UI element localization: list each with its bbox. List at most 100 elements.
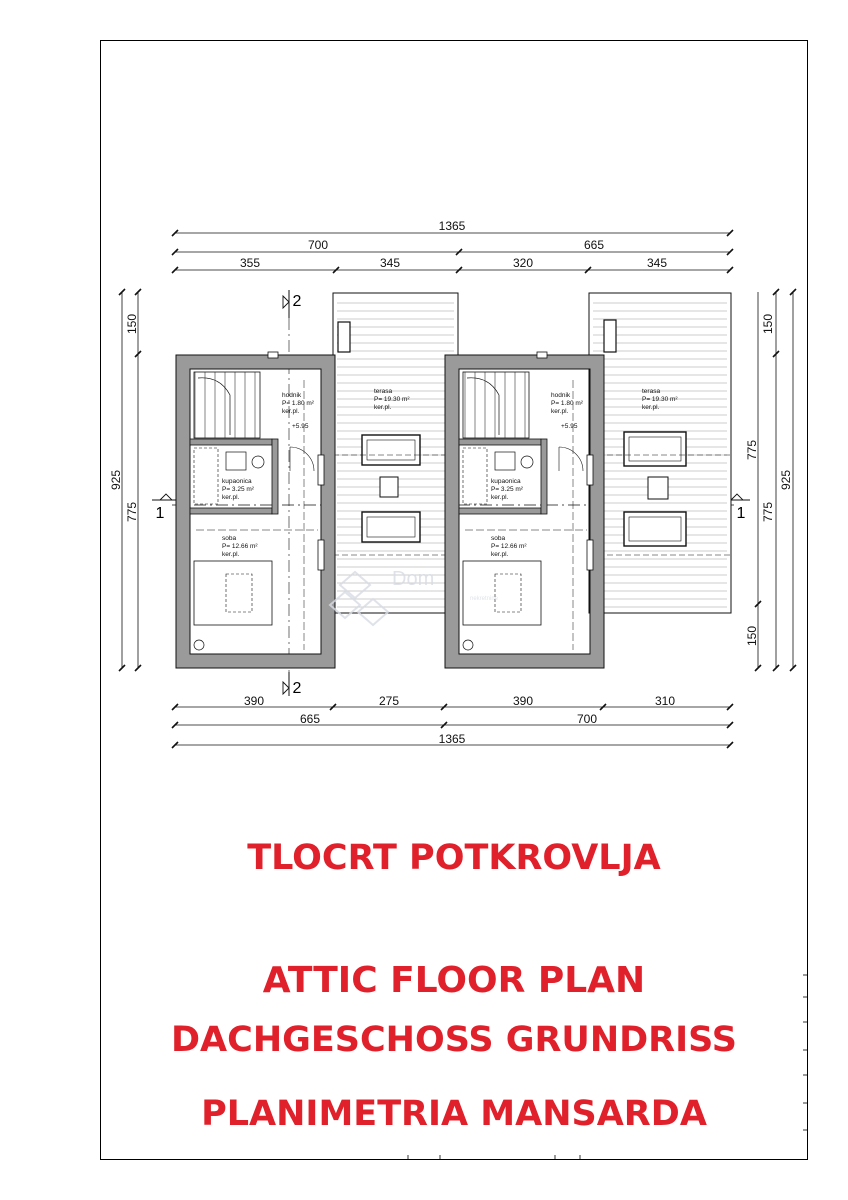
dim-top-right-half: 665	[584, 238, 604, 252]
wall-bathroom-side-right	[540, 438, 548, 515]
door-left-terrace	[317, 454, 325, 486]
room-label-bathroom-left: kupaonica	[222, 478, 252, 485]
window-left-top	[267, 351, 279, 359]
room-label-hallway-left: hodnik	[282, 392, 302, 399]
room-area-bedroom-right: P= 12.66 m²	[491, 543, 527, 550]
border-ticks	[407, 974, 808, 1160]
watermark-subtext: nekretnine	[470, 596, 499, 602]
section-marker-2-bottom: 2	[282, 672, 302, 697]
dim-bottom-overall: 1365	[439, 732, 466, 746]
section-label-1-left: 1	[156, 505, 165, 522]
chimney-left	[379, 476, 399, 498]
toilet-left	[251, 455, 265, 469]
dim-bottom-left-half: 665	[300, 712, 320, 726]
unit-right: hodnik P= 1.80 m² ker.pl. +5.95 kupaonic…	[444, 292, 732, 669]
dim-left-top: 150	[125, 314, 139, 334]
title-italian: PLANIMETRIA MANSARDA	[201, 1094, 707, 1134]
wall-bathroom-bottom-left	[189, 507, 273, 515]
door-right-bedroom	[586, 539, 594, 571]
room-floor-hallway-left: ker.pl.	[282, 408, 300, 415]
door-left-bedroom	[317, 539, 325, 571]
sheet-border	[100, 40, 808, 1160]
room-floor-bedroom-right: ker.pl.	[491, 551, 509, 558]
washbasin-left	[225, 451, 247, 471]
room-label-bedroom-left: soba	[222, 535, 236, 542]
bed-left	[193, 560, 273, 626]
level-right: +5.95	[561, 423, 578, 430]
room-area-terrace-left: P= 19.30 m²	[374, 396, 410, 403]
unit-left: hodnik P= 1.80 m² ker.pl. +5.95 kupaonic…	[175, 292, 459, 669]
dim-right-bottom: 150	[745, 626, 759, 646]
section-label-2-top: 2	[293, 293, 302, 310]
room-floor-hallway-right: ker.pl.	[551, 408, 569, 415]
room-floor-bathroom-right: ker.pl.	[491, 494, 509, 501]
room-area-hallway-left: P= 1.80 m²	[282, 400, 315, 407]
dim-bottom-right-half: 700	[577, 712, 597, 726]
wall-bathroom-top-left	[189, 438, 273, 446]
room-area-bedroom-left: P= 12.66 m²	[222, 543, 258, 550]
dim-right-overall: 925	[779, 470, 793, 490]
dim-top-seg2: 345	[380, 256, 400, 270]
watermark-text: Dom	[392, 568, 434, 590]
chimney-right	[647, 476, 669, 500]
room-label-bedroom-right: soba	[491, 535, 505, 542]
section-label-2-bottom: 2	[293, 680, 302, 697]
room-floor-terrace-right: ker.pl.	[642, 404, 660, 411]
corner-fixture-left	[193, 639, 205, 651]
dim-right-middle-upper: 775	[745, 440, 759, 460]
room-label-hallway-right: hodnik	[551, 392, 571, 399]
room-label-bathroom-right: kupaonica	[491, 478, 521, 485]
bottom-dimensions	[171, 703, 734, 749]
dim-left-middle: 775	[125, 502, 139, 522]
room-area-terrace-right: P= 19.30 m²	[642, 396, 678, 403]
room-area-bathroom-left: P= 3.25 m²	[222, 486, 255, 493]
room-floor-bathroom-left: ker.pl.	[222, 494, 240, 501]
room-label-terrace-right: terasa	[642, 388, 660, 395]
dim-bottom-seg1: 390	[244, 694, 264, 708]
left-dimensions	[118, 288, 142, 672]
room-area-bathroom-right: P= 3.25 m²	[491, 486, 524, 493]
dim-top-left-half: 700	[308, 238, 328, 252]
vent-left	[337, 321, 351, 353]
bed-right	[462, 560, 542, 626]
room-area-hallway-right: P= 1.80 m²	[551, 400, 584, 407]
door-right-terrace	[586, 454, 594, 486]
dim-top-seg4: 345	[647, 256, 667, 270]
dim-bottom-seg2: 275	[379, 694, 399, 708]
dim-bottom-seg3: 390	[513, 694, 533, 708]
section-marker-1-left: 1	[152, 493, 180, 522]
section-label-1-right: 1	[737, 505, 746, 522]
shower-right	[462, 447, 488, 505]
stairs-right	[462, 371, 530, 439]
wall-bathroom-top-right	[458, 438, 542, 446]
dim-right-top: 150	[761, 314, 775, 334]
vent-right	[603, 319, 617, 353]
title-german: DACHGESCHOSS GRUNDRISS	[171, 1020, 737, 1060]
room-floor-terrace-left: ker.pl.	[374, 404, 392, 411]
shower-left	[193, 447, 219, 505]
toilet-right	[520, 455, 534, 469]
dim-top-seg1: 355	[240, 256, 260, 270]
right-dimensions	[754, 288, 797, 672]
room-label-terrace-left: terasa	[374, 388, 392, 395]
washbasin-right	[494, 451, 516, 471]
room-floor-bedroom-left: ker.pl.	[222, 551, 240, 558]
window-right-top	[536, 351, 548, 359]
walls-left	[175, 354, 336, 669]
dim-top-overall: 1365	[439, 219, 466, 233]
watermark: Dom nekretnine	[328, 568, 499, 627]
watermark-logo-icon	[328, 570, 390, 627]
dim-right-middle-lower: 775	[761, 502, 775, 522]
title-croatian: TLOCRT POTKROVLJA	[247, 838, 661, 878]
top-dimensions	[171, 229, 734, 274]
stairs-left	[193, 371, 261, 439]
wall-bathroom-bottom-right	[458, 507, 542, 515]
section-marker-2-top: 2	[282, 290, 302, 318]
wall-bathroom-side-left	[271, 438, 279, 515]
dim-top-seg3: 320	[513, 256, 533, 270]
dim-bottom-seg4: 310	[655, 694, 675, 708]
title-english: ATTIC FLOOR PLAN	[262, 960, 646, 1001]
walls-right	[444, 354, 605, 669]
dim-left-overall: 925	[109, 470, 123, 490]
